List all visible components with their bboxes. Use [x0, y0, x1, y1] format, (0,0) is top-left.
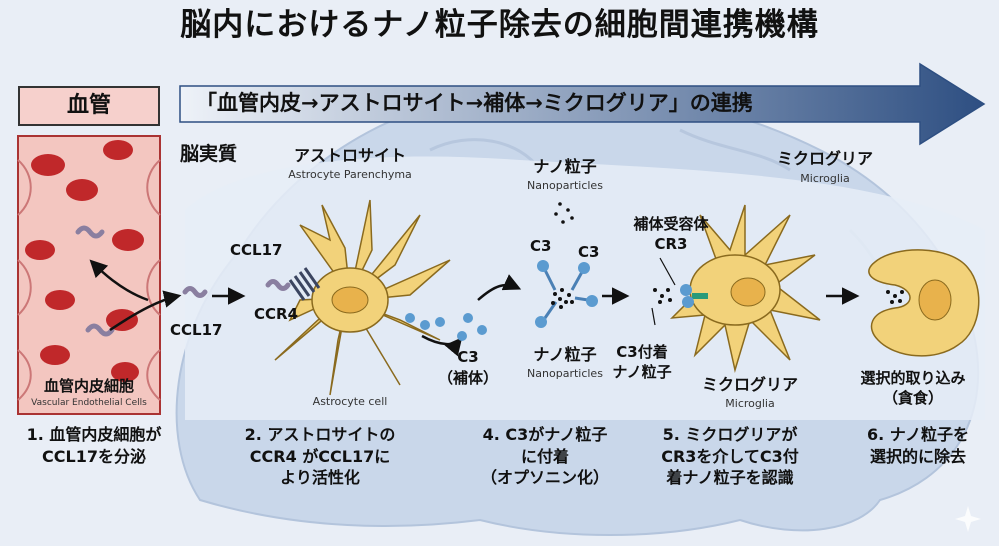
parenchyma-label: 脳実質 [180, 143, 238, 165]
red-blood-cell [103, 140, 133, 160]
sparkle-icon [955, 506, 981, 532]
ccl17-label-bottom: CCL17 [170, 321, 223, 339]
microglia-mid-label: ミクログリア [701, 375, 798, 394]
brain-fold [679, 128, 791, 172]
ccl17-molecule [85, 323, 115, 337]
c3-right-label: C3 [578, 243, 600, 261]
red-blood-cell [45, 290, 75, 310]
c3-particle [405, 313, 415, 323]
pointer-line [659, 257, 676, 286]
receptor-label: 補体受容体 [633, 215, 709, 233]
c3-left-label: C3 [530, 237, 552, 255]
engulf-label: 選択的取り込み [860, 369, 966, 387]
microglia-top-label: ミクログリア [776, 149, 873, 168]
step-6-caption: 6. ナノ粒子を選択的に除去 [867, 425, 969, 466]
pathway-banner: 「血管内皮→アストロサイト→補体→ミクログリア」の連携 [196, 91, 753, 115]
astrocyte-label-en: Astrocyte Parenchyma [288, 168, 412, 181]
secretion-arrow [89, 259, 149, 302]
microglia-top-label-en: Microglia [800, 172, 850, 185]
red-blood-cell [40, 345, 70, 365]
c3-attached-label: C3付着 [616, 343, 668, 361]
engulfing-microglia [868, 249, 980, 357]
red-blood-cell [112, 229, 144, 251]
red-blood-cell [106, 309, 138, 331]
ccl17-label: CCL17 [230, 241, 283, 259]
attached-nanoparticles [653, 288, 672, 304]
red-blood-cell [111, 362, 139, 382]
c3-particle [435, 317, 445, 327]
blood-vessel [17, 135, 161, 415]
c3-particle [457, 331, 467, 341]
red-blood-cell [25, 240, 55, 260]
cr3-receptor [680, 284, 708, 308]
red-blood-cell [31, 154, 65, 176]
nanoparticle-bottom-label: ナノ粒子 [533, 345, 597, 364]
c3-opsonized-cluster [535, 260, 598, 328]
receptor-label-cr3: CR3 [654, 235, 688, 253]
vessel-label: 血管 [18, 86, 160, 126]
microglia-nucleus [730, 277, 766, 307]
c3-particle [477, 325, 487, 335]
c3-label-ja: （補体） [437, 369, 498, 387]
ccr4-label: CCR4 [254, 305, 299, 323]
ccl17-molecule [182, 286, 208, 298]
c3-particle [463, 313, 473, 323]
nanoparticle-label: ナノ粒子 [533, 157, 597, 176]
page-title: 脳内におけるナノ粒子除去の細胞間連携機構 [180, 7, 819, 43]
step-arrow [421, 334, 463, 357]
astrocyte-nucleus [331, 286, 369, 314]
ccr4-receptor [288, 267, 321, 301]
step-4-caption: 4. C3がナノ粒子に付着（オプソニン化） [480, 425, 609, 488]
c3-label: C3 [457, 348, 479, 366]
astrocyte-label: アストロサイト [293, 146, 406, 165]
engulf-label-2: （貪食） [882, 389, 943, 407]
nanoparticle-label-en: Nanoparticles [527, 179, 603, 192]
microglia-mid-label-en: Microglia [725, 397, 775, 410]
step-arrow [477, 274, 522, 301]
c3-particle [420, 320, 430, 330]
endothelial-label-en: Vascular Endothelial Cells [31, 398, 147, 408]
nanoparticle-bottom-label-en: Nanoparticles [527, 367, 603, 380]
c3-attached-label-2: ナノ粒子 [612, 363, 672, 381]
red-blood-cell [66, 179, 98, 201]
ccl17-molecule [75, 225, 105, 239]
secretion-arrow [109, 290, 182, 332]
nanoparticles-free [554, 202, 574, 224]
banner-arrow [179, 62, 986, 146]
pointer-line [651, 307, 656, 326]
astrocyte-cell-label: Astrocyte cell [312, 395, 388, 408]
endothelial-label: 血管内皮細胞 [43, 377, 134, 395]
ccl17-molecule [265, 279, 291, 291]
